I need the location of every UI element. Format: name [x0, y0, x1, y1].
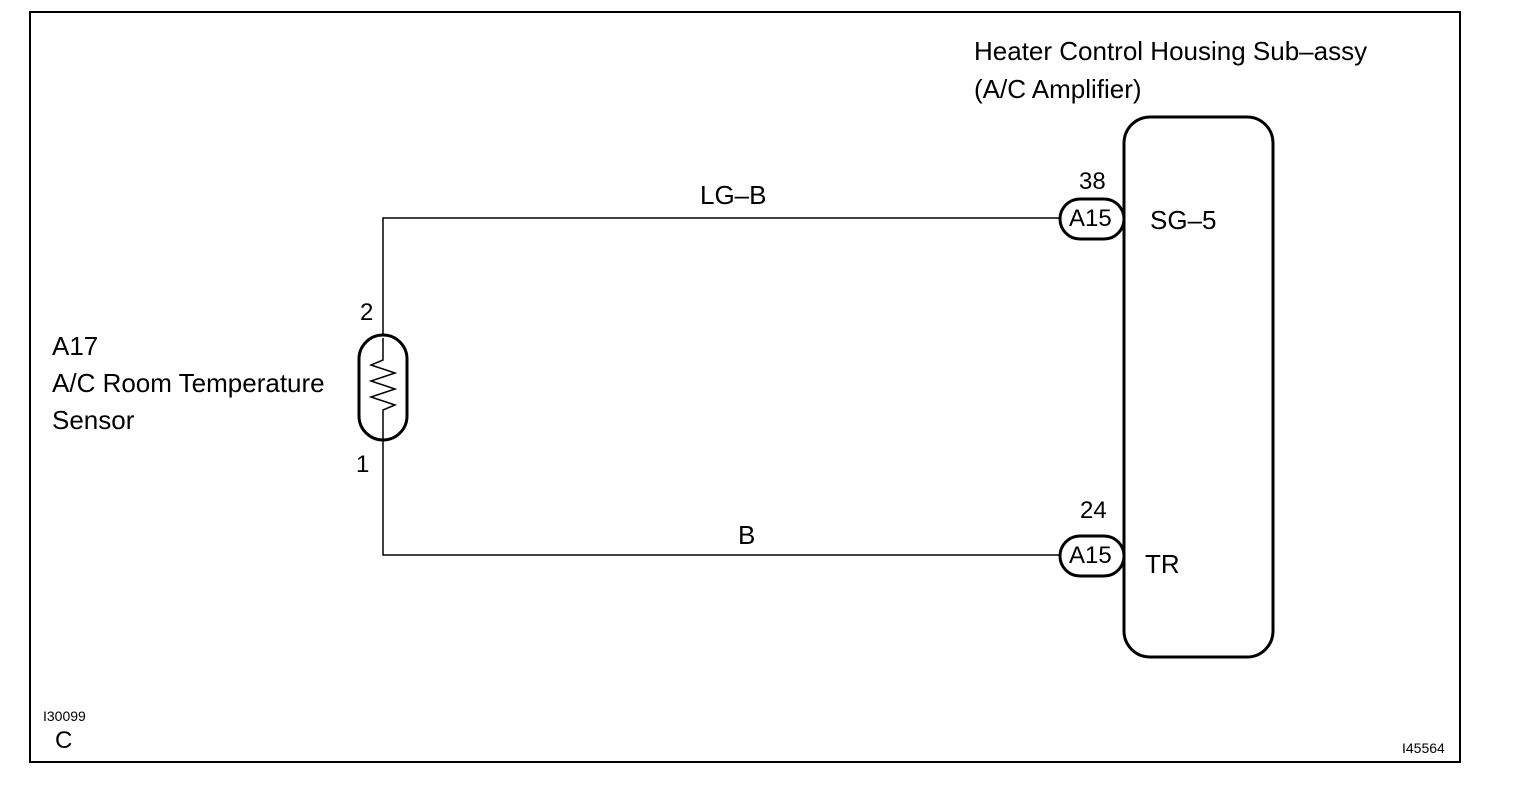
connector-a15-top — [1058, 197, 1126, 241]
reference-code-right: I45564 — [1402, 740, 1445, 756]
wire-color-b: B — [738, 520, 756, 550]
connector-a15-bottom — [1058, 534, 1126, 578]
amplifier-name-line1: Heater Control Housing Sub–assy — [974, 36, 1368, 66]
amplifier-name-line2: (A/C Amplifier) — [974, 74, 1142, 104]
connector-label-a15-bottom: A15 — [1069, 542, 1112, 569]
pin-number-24: 24 — [1080, 497, 1107, 524]
sensor-name-line1: A/C Room Temperature — [52, 368, 325, 398]
reference-letter-left: C — [55, 727, 73, 754]
sensor-code: A17 — [52, 331, 99, 361]
sensor-name-line2: Sensor — [52, 405, 135, 435]
sensor-pin-bottom: 1 — [356, 451, 370, 478]
sensor-symbol — [357, 333, 409, 442]
pin-number-38: 38 — [1079, 168, 1106, 195]
connector-label-a15-top: A15 — [1069, 205, 1112, 232]
resistor-zigzag-icon — [368, 338, 398, 440]
reference-code-left: I30099 — [43, 708, 86, 724]
wire-color-lg-b: LG–B — [700, 180, 767, 210]
terminal-sg-5: SG–5 — [1150, 205, 1217, 235]
amplifier-box — [1122, 115, 1275, 659]
terminal-tr: TR — [1145, 549, 1180, 579]
sensor-pin-top: 2 — [360, 299, 374, 326]
wire-lg-b — [382, 217, 1062, 338]
wire-b — [382, 440, 1062, 556]
diagram-frame — [29, 11, 1461, 763]
